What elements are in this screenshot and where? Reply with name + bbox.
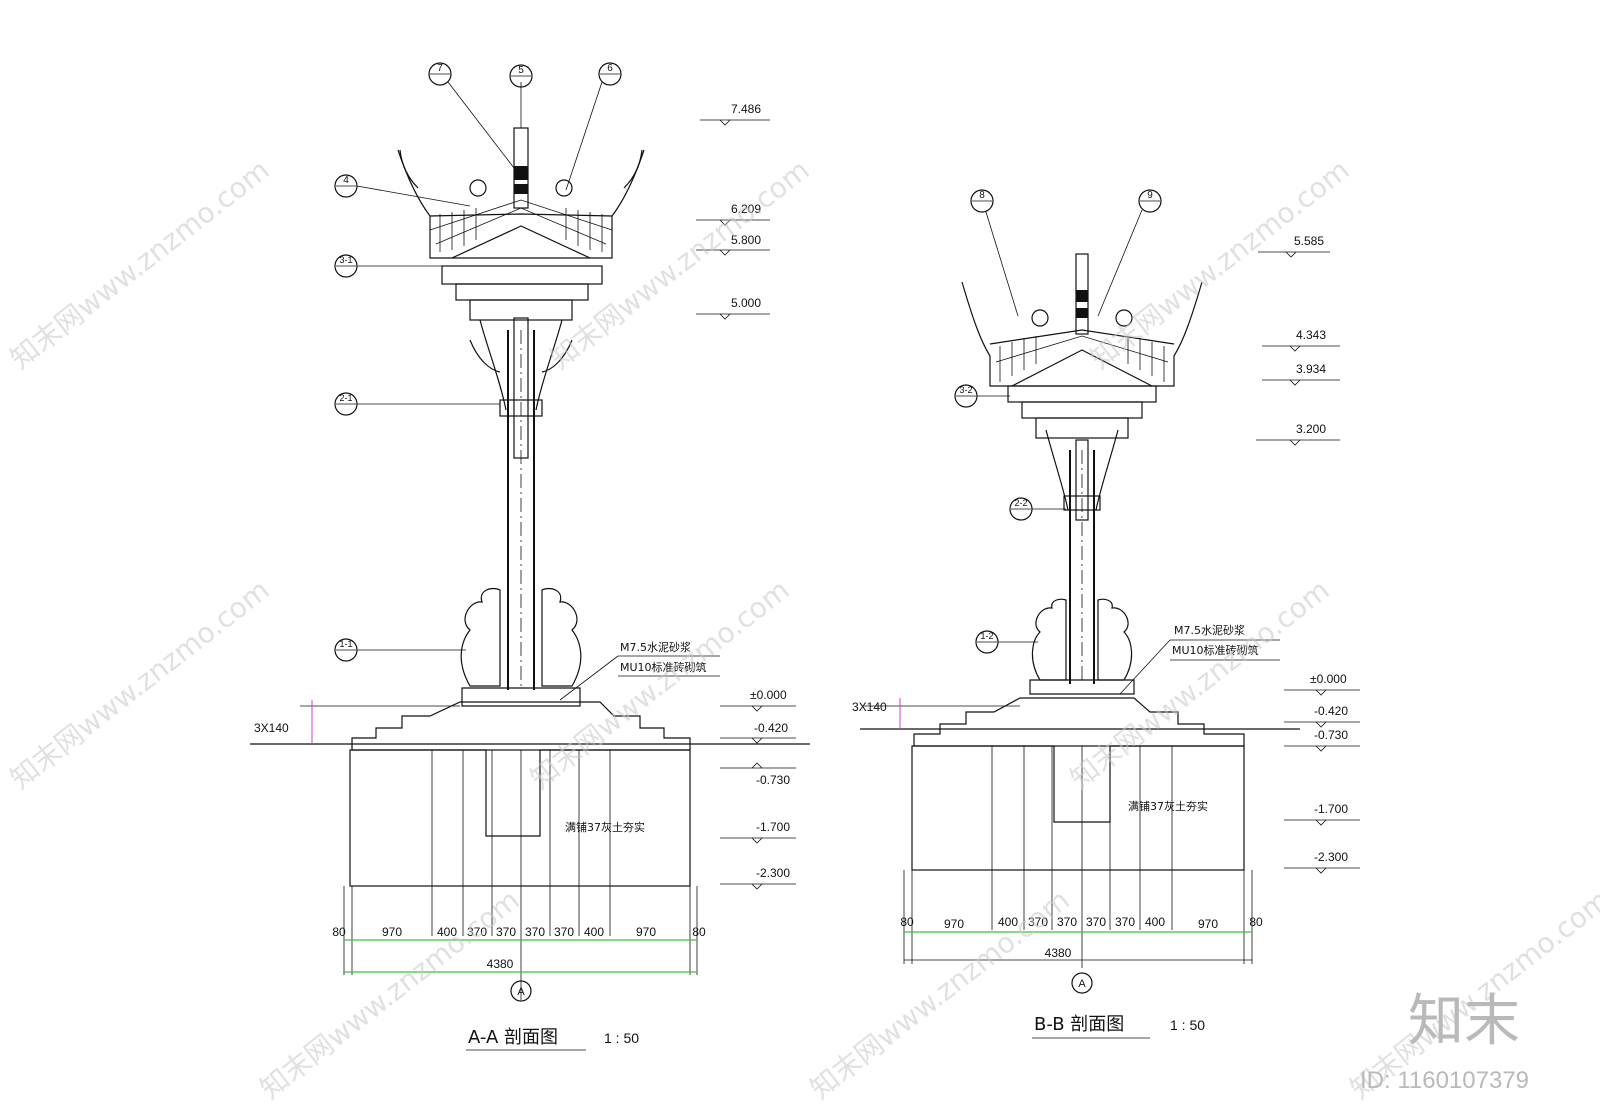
elev-b-5: ±0.000 xyxy=(1310,672,1347,686)
note-b-brick: MU10标准砖砌筑 xyxy=(1172,643,1259,657)
watermark-text: 知末网www.znzmo.com xyxy=(1084,153,1356,375)
callouts-b: 8 9 3-2 2-2 1-2 xyxy=(954,189,1162,654)
dim-a-2: 400 xyxy=(437,925,457,939)
dim-b-4: 370 xyxy=(1057,915,1077,929)
watermark-text: 知末网www.znzmo.com xyxy=(4,153,276,375)
dim-a-9: 80 xyxy=(692,925,706,939)
callout-a-7: 7 xyxy=(437,63,443,74)
watermark-text: 知末网www.znzmo.com xyxy=(804,883,1076,1105)
dims-b: 80 970 400 370 370 370 370 400 970 80 43… xyxy=(900,915,1263,960)
elev-a-5: ±0.000 xyxy=(750,688,787,702)
axis-a: A xyxy=(517,986,525,998)
note-b-mortar: M7.5水泥砂浆 xyxy=(1174,623,1245,637)
note-a-fill: 满铺37灰土夯实 xyxy=(565,820,645,834)
watermark-id: ID: 1160107379 xyxy=(1360,1067,1529,1094)
dim-b-3: 370 xyxy=(1028,915,1048,929)
dim-a-3: 370 xyxy=(467,925,487,939)
dim-b-2: 400 xyxy=(998,915,1018,929)
callout-a-2-1: 2-1 xyxy=(339,393,352,403)
callout-a-5: 5 xyxy=(518,65,524,76)
elev-a-7: -0.730 xyxy=(756,773,790,787)
elev-a-6: -0.420 xyxy=(754,721,788,735)
callout-b-2-2: 2-2 xyxy=(1014,498,1027,508)
dim-b-1: 970 xyxy=(944,917,964,931)
title-b: B-B 剖面图 xyxy=(1034,1014,1124,1035)
dim-b-5: 370 xyxy=(1086,915,1106,929)
dim-b-8: 970 xyxy=(1198,917,1218,931)
elev-b-4: 3.200 xyxy=(1296,422,1326,436)
dim-a-total: 4380 xyxy=(487,957,514,971)
dim-b-6: 370 xyxy=(1115,915,1135,929)
dim-a-4: 370 xyxy=(496,925,516,939)
callout-a-1-1: 1-1 xyxy=(339,639,352,649)
note-b-fill: 满铺37灰土夯实 xyxy=(1128,799,1208,813)
elevations-a xyxy=(696,119,796,890)
dim-a-6: 370 xyxy=(554,925,574,939)
step-note-b: 3X140 xyxy=(852,700,887,714)
elev-b-8: -1.700 xyxy=(1314,802,1348,816)
dim-b-7: 400 xyxy=(1145,915,1165,929)
elev-b-3: 3.934 xyxy=(1296,362,1326,376)
dim-a-5: 370 xyxy=(525,925,545,939)
watermark-text: 知末网www.znzmo.com xyxy=(254,883,526,1105)
axis-b: A xyxy=(1078,978,1086,990)
watermark-logo: 知末 xyxy=(1408,989,1520,1054)
callout-b-8: 8 xyxy=(979,190,985,201)
watermarks: 知末网www.znzmo.com 知末网www.znzmo.com 知末网www… xyxy=(4,153,1600,1105)
elev-b-9: -2.300 xyxy=(1314,850,1348,864)
note-a-mortar: M7.5水泥砂浆 xyxy=(620,640,691,654)
watermark-text: 知末网www.znzmo.com xyxy=(4,573,276,795)
dim-b-9: 80 xyxy=(1249,915,1263,929)
scale-a: 1 : 50 xyxy=(604,1030,639,1046)
elev-a-1: 7.486 xyxy=(731,102,761,116)
callout-b-9: 9 xyxy=(1147,190,1153,201)
elev-a-3: 5.800 xyxy=(731,233,761,247)
dim-a-1: 970 xyxy=(382,925,402,939)
callout-b-1-2: 1-2 xyxy=(980,631,993,641)
dim-a-0: 80 xyxy=(332,925,346,939)
section-b: 8 9 3-2 2-2 1-2 M7.5水泥砂浆 MU10标准砖砌筑 满铺37灰… xyxy=(852,189,1360,1039)
watermark-text: 知末网www.znzmo.com xyxy=(1064,573,1336,795)
dims-a: 80 970 400 370 370 370 370 400 970 80 43… xyxy=(332,925,706,971)
elev-b-6: -0.420 xyxy=(1314,704,1348,718)
elev-b-1: 5.585 xyxy=(1294,234,1324,248)
scale-b: 1 : 50 xyxy=(1170,1017,1205,1033)
callout-b-3-2: 3-2 xyxy=(959,385,972,395)
elev-a-9: -2.300 xyxy=(756,866,790,880)
elev-a-4: 5.000 xyxy=(731,296,761,310)
watermark-text: 知末网www.znzmo.com xyxy=(524,573,796,795)
section-a: 7 5 6 4 3-1 2-1 1-1 xyxy=(250,62,810,1051)
elev-b-2: 4.343 xyxy=(1296,328,1326,342)
callout-a-6: 6 xyxy=(607,63,613,74)
elevations-b xyxy=(1256,251,1360,874)
title-a: A-A 剖面图 xyxy=(468,1027,558,1048)
elev-a-8: -1.700 xyxy=(756,820,790,834)
elev-a-2: 6.209 xyxy=(731,202,761,216)
callouts-a: 7 5 6 4 3-1 2-1 1-1 xyxy=(334,62,622,662)
step-note-a: 3X140 xyxy=(254,721,289,735)
elev-b-7: -0.730 xyxy=(1314,728,1348,742)
callout-a-3-1: 3-1 xyxy=(339,255,352,265)
dim-b-0: 80 xyxy=(900,915,914,929)
note-a-brick: MU10标准砖砌筑 xyxy=(620,660,707,674)
dim-b-total: 4380 xyxy=(1045,946,1072,960)
dim-a-8: 970 xyxy=(636,925,656,939)
dim-a-7: 400 xyxy=(584,925,604,939)
watermark-text: 知末网www.znzmo.com xyxy=(544,153,816,375)
callout-a-4: 4 xyxy=(343,175,349,186)
